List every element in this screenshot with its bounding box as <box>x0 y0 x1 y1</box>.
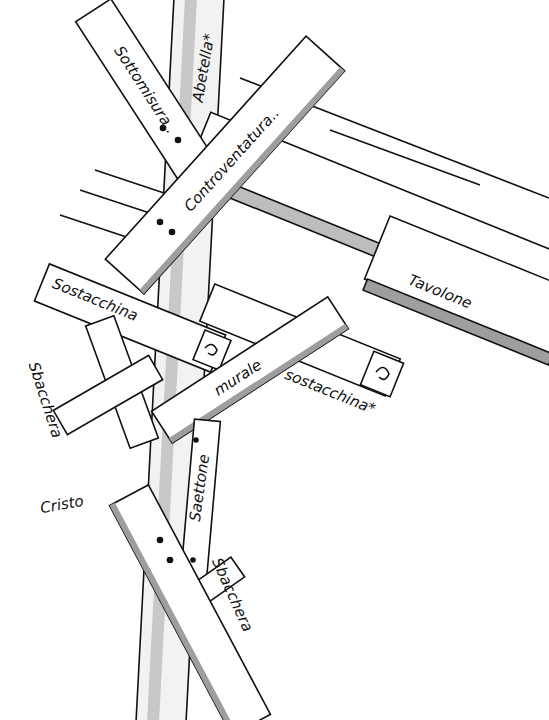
beam-end <box>360 351 403 396</box>
tavolone-plank <box>365 216 549 354</box>
brace-plank <box>105 36 344 294</box>
part-label: Cristo <box>39 494 85 516</box>
part-label: Sbacchera <box>26 360 65 440</box>
sbacchera-plank <box>53 355 162 434</box>
murale-plank <box>152 297 349 443</box>
